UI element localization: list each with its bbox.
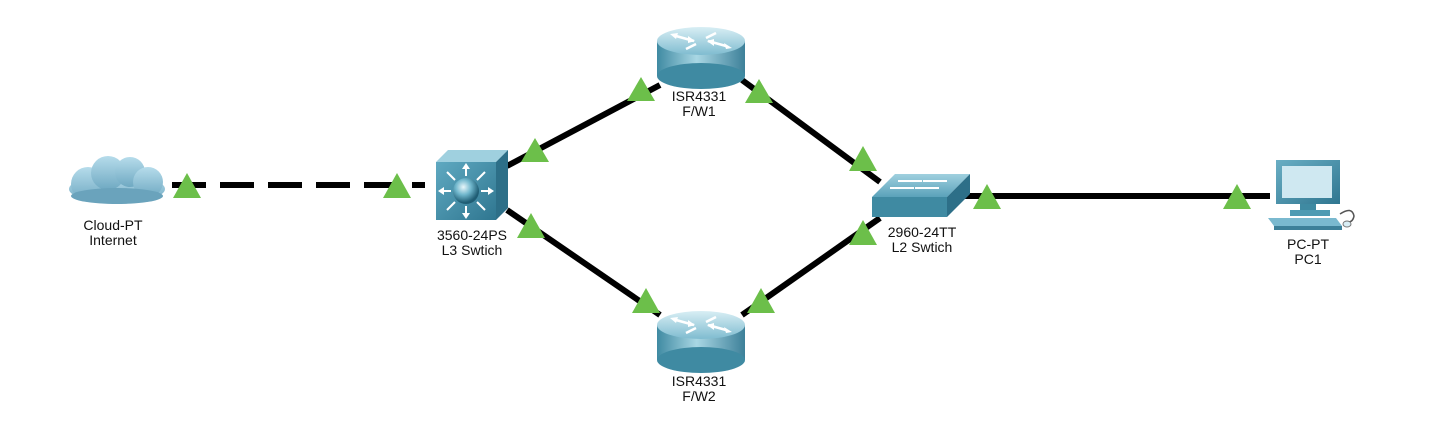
device-name: PC1 [1294,251,1322,267]
link-up-indicator [747,288,775,313]
cloud-icon[interactable] [69,156,165,204]
link-up-indicator [1223,184,1251,209]
router-fw2-icon[interactable] [657,311,745,373]
router-fw1-icon[interactable] [657,27,745,89]
l2-switch-icon[interactable] [872,174,970,217]
multilayer-switch-icon[interactable] [436,150,508,220]
device-model: PC-PT [1287,236,1329,252]
device-name: F/W1 [682,103,716,119]
l2switch-label: 2960-24TT L2 Swtich [888,225,956,255]
device-name: Internet [89,232,137,248]
link-up-indicator [632,288,660,313]
link-up-indicator [173,173,201,198]
link-up-indicator [517,213,545,238]
device-model: 3560-24PS [436,227,508,243]
link-up-indicator [521,138,549,162]
device-name: F/W2 [682,388,716,404]
cloud-label: Cloud-PT Internet [83,218,142,248]
pc-icon[interactable] [1268,160,1355,230]
link-up-indicator [383,173,411,198]
fw1-label: ISR4331 F/W1 [672,89,726,119]
l3switch-label: 3560-24PS L3 Swtich [437,228,507,258]
link-up-indicator [973,184,1001,209]
link-up-indicator [849,220,877,245]
device-model: Cloud-PT [83,217,143,233]
device-model: ISR4331 [671,88,727,104]
fw2-label: ISR4331 F/W2 [672,374,726,404]
link-status-indicators [173,77,1251,313]
device-model: ISR4331 [671,373,727,389]
link-up-indicator [627,77,655,101]
link-up-indicator [745,79,773,103]
link-up-indicator [849,146,877,171]
device-name: L3 Swtich [441,242,503,258]
pc-label: PC-PT PC1 [1287,237,1329,267]
device-name: L2 Swtich [891,239,953,255]
device-model: 2960-24TT [887,224,957,240]
